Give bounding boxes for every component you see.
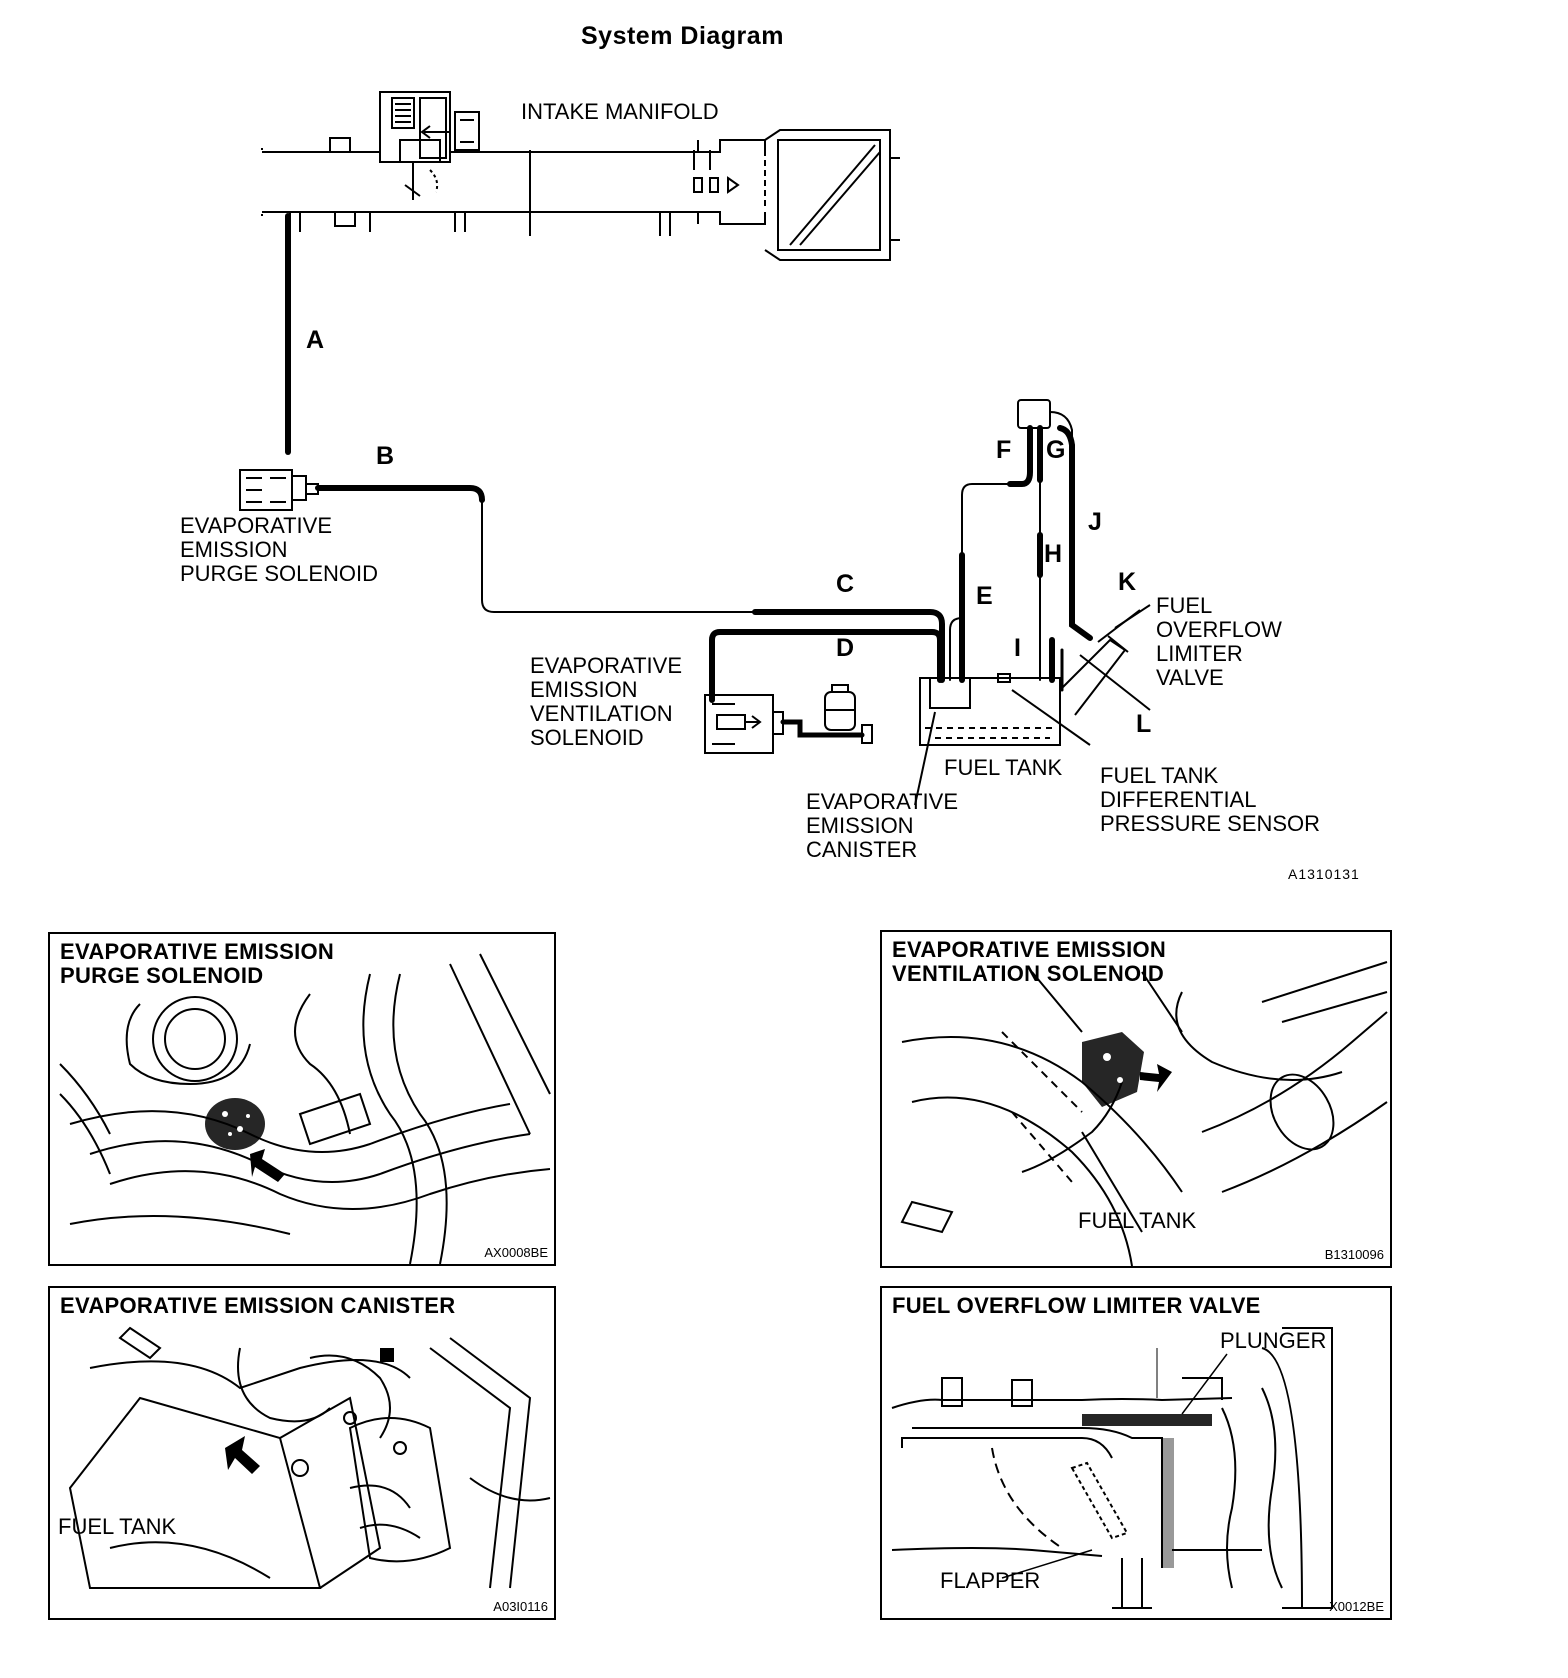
purge-solenoid-label: EVAPORATIVE EMISSION PURGE SOLENOID [180,513,379,586]
plunger-shape [1082,1414,1212,1426]
hose-label-d: D [836,634,855,662]
intake-manifold-label: INTAKE MANIFOLD [521,99,719,124]
hose-label-i: I [1014,634,1021,662]
panel-ventilation-solenoid: EVAPORATIVE EMISSION VENTILATION SOLENOI… [880,930,1392,1268]
panel-canister-title: EVAPORATIVE EMISSION CANISTER [60,1293,456,1318]
plunger-leader [1181,1353,1228,1415]
panel-canister-code: A03I0116 [493,1599,548,1614]
hose-f [1007,425,1033,487]
canister-arrow [225,1436,260,1474]
plenum [764,129,891,261]
valve-leader [1114,604,1151,629]
hose-label-l: L [1136,710,1152,738]
hose-label-e: E [976,582,993,610]
canister-illustration [68,1326,551,1589]
flapper-leader [1001,1549,1093,1579]
panel-overflow-code: X0012BE [1329,1599,1384,1614]
overflow-valve-label: FUEL OVERFLOW LIMITER VALVE [1156,593,1282,690]
overflow-illustration [891,1327,1333,1609]
system-diagram [239,91,1151,806]
hose-label-k: K [1118,568,1137,596]
panel-purge-code: AX0008BE [484,1245,548,1260]
panel-purge-title: EVAPORATIVE EMISSION PURGE SOLENOID [60,939,335,988]
canister-shape [929,677,971,709]
hose-c [752,609,945,683]
hose-b [315,485,485,503]
canister-leader [914,711,936,806]
fuel-tank-label: FUEL TANK [944,755,1063,780]
hose-label-f: F [996,436,1012,464]
panel-ventilation-title: EVAPORATIVE EMISSION VENTILATION SOLENOI… [892,937,1167,986]
panel-purge-solenoid: EVAPORATIVE EMISSION PURGE SOLENOID AX00… [48,932,556,1266]
ventilation-solenoid-label: EVAPORATIVE EMISSION VENTILATION SOLENOI… [530,653,683,750]
l-leader [1079,654,1151,711]
pressure-sensor-label: FUEL TANK DIFFERENTIAL PRESSURE SENSOR [1100,763,1321,836]
hose-label-c: C [836,570,855,598]
panel-canister-fuel-tank: FUEL TANK [58,1514,177,1539]
hose-label-g: G [1046,436,1066,464]
purge-illustration [59,953,551,1264]
diagram-code: A1310131 [1288,866,1360,882]
hose-j [1057,425,1093,641]
panel-ventilation-code: B1310096 [1324,1247,1384,1262]
hose-d [709,629,943,703]
hose-label-j: J [1088,508,1102,536]
panel-overflow-title: FUEL OVERFLOW LIMITER VALVE [892,1293,1261,1318]
hose-label-h: H [1044,540,1063,568]
ventilation-illustration [900,961,1388,1266]
panel-ventilation-fuel-tank: FUEL TANK [1078,1208,1197,1233]
fuel-tank-shape [919,677,1061,746]
fuel-tank-leader [1011,689,1091,746]
manifold-bottom-wall [262,211,766,225]
hose-label-a: A [306,326,325,354]
page-title: System Diagram [581,22,784,50]
panel-overflow-plunger: PLUNGER [1220,1328,1327,1353]
panel-overflow-flapper: FLAPPER [940,1568,1041,1593]
manifold-top-wall [262,139,766,153]
canister-label: EVAPORATIVE EMISSION CANISTER [806,789,959,862]
panel-overflow-valve: FUEL OVERFLOW LIMITER VALVE PLUNGER FLAP… [880,1286,1392,1620]
hose-label-b: B [376,442,395,470]
panel-canister: EVAPORATIVE EMISSION CANISTER FUEL TANK … [48,1286,556,1620]
